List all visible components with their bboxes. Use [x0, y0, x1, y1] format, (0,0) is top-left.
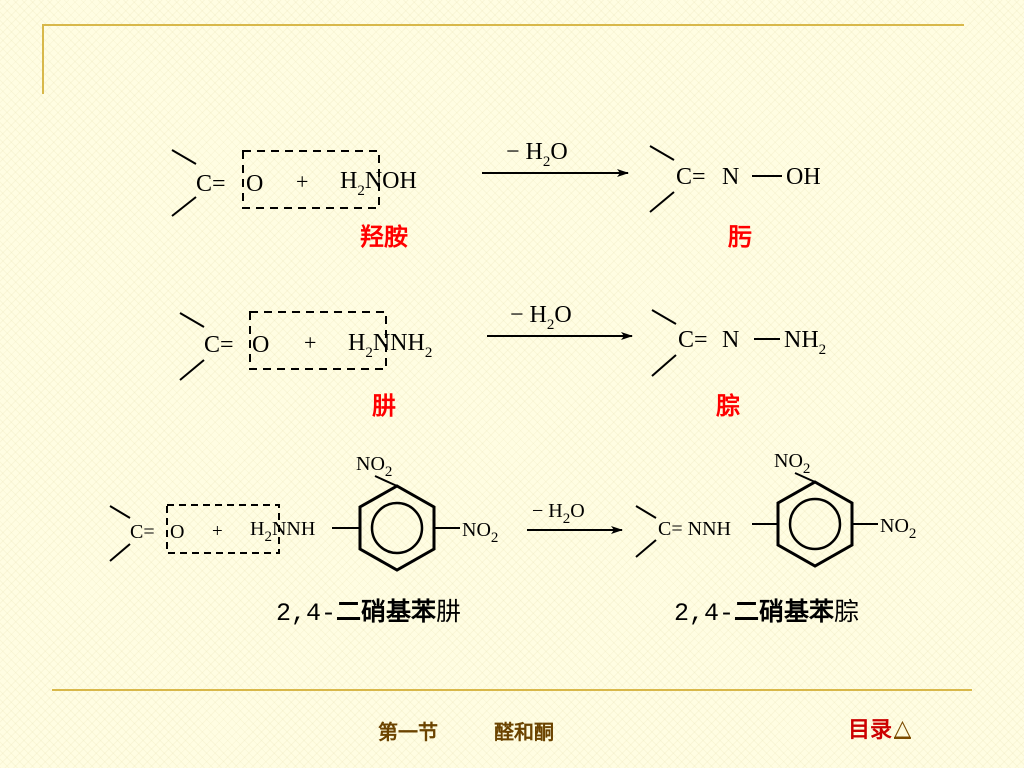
product-label: 肟	[728, 223, 752, 251]
reagent-label: 肼	[372, 392, 396, 420]
bond-nitro-ortho	[374, 475, 398, 487]
benzene-ring-product	[776, 480, 854, 568]
bond-upper	[171, 149, 197, 165]
carbonyl-oxygen: O	[246, 171, 263, 197]
reaction-dnph: C= O + H2NNH NO2 NO2 −H2O C= NNH NO2 NO2…	[109, 450, 916, 628]
product-label: 腙	[716, 392, 740, 420]
reagent-label: 羟胺	[360, 223, 408, 251]
product-bond-lower	[635, 539, 657, 558]
bond-upper	[179, 312, 205, 328]
product-bond-upper	[635, 505, 657, 519]
reagent-label: 2,4-二硝基苯肼	[276, 597, 461, 628]
reagent-formula: H2NNH2	[348, 330, 432, 361]
toc-label: 目录	[848, 718, 893, 743]
plus-sign: +	[304, 330, 316, 355]
nitro-group-para: NO2	[462, 519, 498, 546]
carbonyl-carbon: C=	[196, 171, 226, 197]
product-nitro-para: NO2	[880, 515, 916, 542]
reagent-formula: H2NOH	[340, 168, 417, 199]
triangle-up-icon: △	[894, 715, 911, 741]
plus-sign: +	[212, 521, 223, 542]
product-nitrogen: N	[722, 164, 739, 190]
product-tail: NH2	[784, 327, 826, 358]
dashed-box	[249, 311, 387, 370]
footer-topic: 醛和酮	[494, 720, 554, 744]
product-bond-upper	[649, 145, 675, 161]
dashed-box	[242, 150, 380, 209]
frame-bottom-line	[52, 689, 972, 691]
carbonyl-carbon: C=	[204, 332, 234, 358]
benzene-ring-reagent	[358, 484, 436, 572]
product-bond-lower	[649, 191, 675, 213]
product-bond-nitro-ortho	[794, 472, 816, 483]
toc-link[interactable]: 目录 △	[848, 712, 911, 744]
product-nitro-ortho: NO2	[774, 450, 810, 477]
reagent-formula: H2NNH	[250, 518, 315, 545]
carbonyl-oxygen: O	[252, 332, 269, 358]
product-nitrogen: N	[722, 327, 739, 353]
product-label: 2,4-二硝基苯腙	[674, 597, 859, 628]
footer-section: 第一节	[378, 720, 438, 744]
carbonyl-oxygen: O	[170, 521, 184, 543]
nitro-group-ortho: NO2	[356, 453, 392, 480]
product-tail: OH	[786, 164, 821, 190]
product-head: C= NNH	[658, 518, 731, 540]
bond-lower	[179, 359, 205, 381]
product-carbon: C=	[678, 327, 708, 353]
plus-sign: +	[296, 169, 308, 194]
bond-lower	[171, 196, 197, 217]
product-bond-lower	[651, 354, 677, 377]
product-carbon: C=	[676, 164, 706, 190]
reaction-hydrazine: C= O + H2NNH2 肼 −H2O C= N NH2 腙	[179, 302, 826, 420]
reaction-scheme: C= O + H2NOH 羟胺 −H2O C= N OH 肟 C= O + H2…	[109, 139, 916, 628]
water-loss: −H2O	[510, 302, 572, 333]
reaction-hydroxylamine: C= O + H2NOH 羟胺 −H2O C= N OH 肟	[171, 139, 821, 251]
dashed-box	[166, 504, 280, 554]
frame-top-line	[42, 24, 964, 26]
frame-left-line	[42, 24, 44, 94]
water-loss: −H2O	[506, 139, 568, 170]
product-bond-upper	[651, 309, 677, 325]
bond-lower	[109, 543, 131, 562]
bond-upper	[109, 505, 131, 519]
water-loss: −H2O	[532, 500, 585, 527]
carbonyl-carbon: C=	[130, 521, 155, 543]
